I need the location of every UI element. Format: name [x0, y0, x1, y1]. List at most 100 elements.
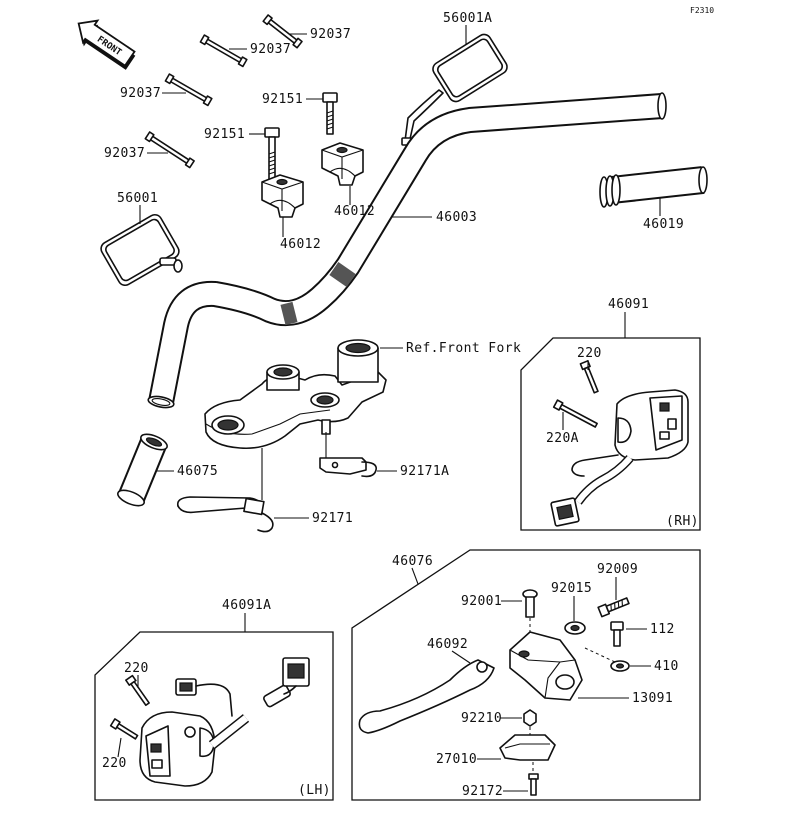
callout-label: 92037 — [250, 42, 291, 57]
wire-clip-right — [319, 457, 378, 478]
leader-lines — [117, 25, 661, 792]
switch-button — [659, 402, 670, 412]
handlebar-body — [150, 95, 663, 405]
pivot-pin — [522, 589, 538, 618]
mirror-glass — [436, 38, 504, 98]
handlebar-knurl-band — [329, 262, 356, 287]
callout-label: 92037 — [120, 86, 161, 101]
rod-end-cap — [262, 14, 273, 26]
sheet-code: F2310 — [690, 6, 714, 15]
bolt-head — [322, 92, 338, 103]
grip-end — [698, 166, 708, 194]
lever-pivot — [476, 661, 488, 673]
clamp-bolt-right — [322, 92, 338, 135]
adjuster-screw — [597, 597, 630, 618]
callout-label: 92172 — [462, 784, 503, 799]
bolt-threads — [268, 151, 276, 175]
rod-top — [262, 14, 303, 49]
bracket-pinch-bolt — [321, 419, 331, 435]
switch-housing-right — [614, 389, 689, 461]
switch-button — [667, 418, 677, 430]
rh-switch-box — [520, 337, 701, 531]
clip-plate — [243, 497, 265, 516]
lh-small-connector — [175, 678, 197, 696]
lever-washer — [564, 621, 586, 635]
bolt-threads — [326, 110, 334, 130]
rod-fourth — [144, 131, 195, 169]
bolt-shaft — [613, 629, 621, 647]
clutch-lever — [358, 659, 495, 734]
clamp-saddle — [329, 167, 356, 177]
lh-main-connector — [282, 657, 310, 687]
handlebar-knurl-band — [280, 301, 298, 326]
holder-washer — [610, 660, 630, 672]
callout-label: 92151 — [262, 92, 303, 107]
lh-tag: (LH) — [298, 783, 331, 798]
bolt-shaft — [326, 101, 334, 135]
rh-connector — [550, 497, 580, 527]
bracket-edge — [504, 743, 550, 749]
rh-tag: (RH) — [666, 514, 699, 529]
clamp-saddle — [269, 199, 296, 209]
callout-label: 56001A — [443, 11, 492, 26]
callout-label: 220A — [546, 431, 579, 446]
bolt-shaft — [130, 680, 150, 707]
callout-label: 46075 — [177, 464, 218, 479]
rod-end-cap — [144, 131, 155, 143]
bolt-shaft — [268, 136, 276, 182]
callout-label: 220 — [577, 346, 602, 361]
fork-tube-right-bore — [345, 342, 371, 354]
bracket-screw — [528, 773, 539, 796]
connector-pins — [556, 503, 574, 521]
bracket-plate — [499, 734, 556, 761]
bolt-rh-lower — [552, 399, 598, 428]
front-direction-arrow: FRONT — [77, 19, 136, 70]
reference-note: Ref.Front Fork — [406, 341, 521, 356]
lh-cable-sleeve — [263, 684, 291, 708]
holder-clamp-hole — [555, 674, 575, 690]
callout-label: 92037 — [310, 27, 351, 42]
screw-shaft — [530, 778, 537, 796]
callout-label: 46019 — [643, 217, 684, 232]
callout-label: 92171A — [400, 464, 449, 479]
callout-label: 92015 — [551, 581, 592, 596]
rod-second — [199, 34, 248, 68]
housing-face — [649, 395, 683, 451]
callout-label: 92210 — [461, 711, 502, 726]
connector-pins — [179, 682, 193, 692]
switch-button — [151, 759, 163, 769]
bolt-shaft — [559, 403, 598, 428]
callout-label: 46092 — [427, 637, 468, 652]
callout-label: 220 — [124, 661, 149, 676]
leader-line — [451, 650, 471, 664]
callout-label: 92001 — [461, 594, 502, 609]
lh-sub-wire — [195, 683, 233, 717]
front-arrow-shape — [77, 19, 136, 67]
mirror-right — [432, 33, 508, 103]
connector-pins — [287, 663, 305, 679]
clip-plate — [319, 457, 367, 475]
rod-end-cap — [292, 37, 303, 49]
switch-housing-left — [139, 711, 216, 787]
clip-hook — [257, 512, 274, 533]
fork-tube-left-bore — [273, 367, 293, 377]
grip-body — [610, 168, 705, 202]
upper-fork-bracket — [204, 339, 387, 450]
fork-clamp-bore — [217, 419, 239, 431]
callout-label: 46012 — [334, 204, 375, 219]
left-grip — [117, 433, 168, 507]
rod-end-cap — [199, 34, 210, 46]
washer-hole — [615, 663, 625, 669]
switch-button — [659, 431, 670, 440]
callout-label: 92151 — [204, 127, 245, 142]
rod-end-cap — [184, 157, 195, 169]
switch-bracket — [499, 734, 556, 761]
bolt-shaft — [115, 723, 139, 740]
clip-wire-lower — [177, 505, 247, 514]
callout-label: 92171 — [312, 511, 353, 526]
steering-stem-bore — [316, 395, 334, 405]
leader-line — [117, 737, 122, 758]
bolt-shaft — [583, 366, 599, 394]
housing-lobe — [617, 417, 632, 444]
grip-bottom-end — [117, 489, 145, 507]
